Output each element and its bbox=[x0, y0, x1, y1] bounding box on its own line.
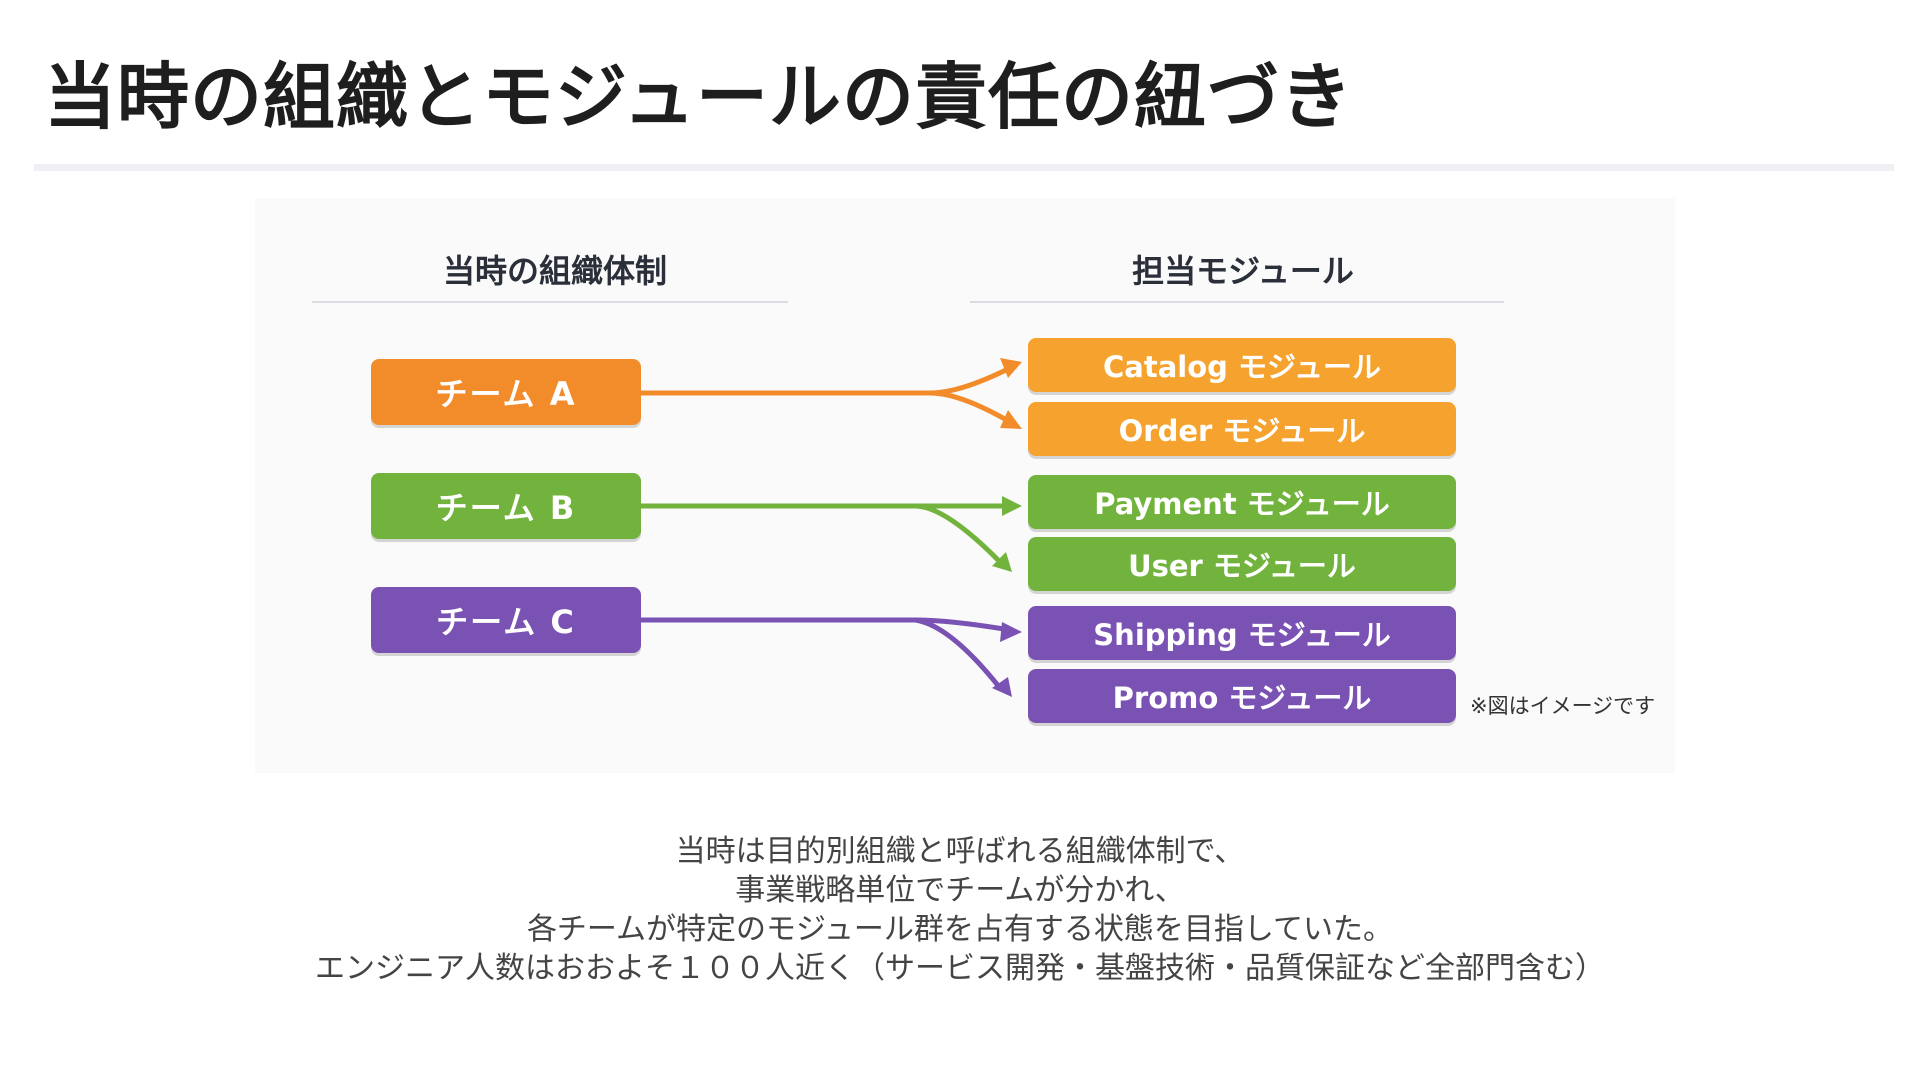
module-user-box: User モジュール bbox=[1028, 537, 1456, 591]
module-payment-box: Payment モジュール bbox=[1028, 475, 1456, 529]
caption: 当時は目的別組織と呼ばれる組織体制で、 事業戦略単位でチームが分かれ、 各チーム… bbox=[0, 832, 1920, 988]
arrowhead-catalog bbox=[1000, 358, 1022, 378]
team-c-connector bbox=[640, 617, 1022, 697]
right-column-header: 担当モジュール bbox=[1132, 252, 1354, 290]
caption-line: 当時は目的別組織と呼ばれる組織体制で、 bbox=[675, 834, 1245, 869]
module-promo-box: Promo モジュール bbox=[1028, 669, 1456, 723]
arrow-team-c-promo bbox=[914, 617, 1002, 690]
team-a-box: チーム A bbox=[371, 359, 641, 425]
right-column-rule bbox=[970, 301, 1504, 303]
arrowhead-shipping bbox=[1000, 622, 1022, 642]
title-divider bbox=[34, 164, 1894, 171]
caption-line: エンジニア人数はおおよそ１００人近く（サービス開発・基盤技術・品質保証など全部門… bbox=[315, 951, 1605, 986]
arrow-team-a-order bbox=[929, 390, 1012, 425]
arrowhead-user bbox=[992, 552, 1012, 572]
page-title: 当時の組織とモジュールの責任の紐づき bbox=[44, 55, 1353, 139]
arrowhead-promo bbox=[992, 677, 1012, 697]
arrowhead-payment bbox=[1002, 496, 1022, 516]
caption-line: 各チームが特定のモジュール群を占有する状態を目指していた。 bbox=[526, 912, 1394, 947]
left-column-header: 当時の組織体制 bbox=[442, 252, 667, 290]
caption-line: 事業戦略単位でチームが分かれ、 bbox=[735, 873, 1185, 908]
team-c-box: チーム C bbox=[371, 587, 641, 653]
arrowhead-order bbox=[1000, 410, 1022, 429]
image-note: ※図はイメージです bbox=[1470, 694, 1656, 718]
module-shipping-box: Shipping モジュール bbox=[1028, 606, 1456, 660]
arrow-team-b-user bbox=[914, 503, 1002, 564]
module-catalog-box: Catalog モジュール bbox=[1028, 338, 1456, 392]
team-a-connector bbox=[640, 358, 1022, 429]
arrow-team-c-shipping bbox=[640, 617, 1011, 633]
arrow-team-a-catalog bbox=[640, 365, 1012, 396]
team-b-connector bbox=[640, 496, 1022, 572]
left-column-rule bbox=[312, 301, 788, 303]
module-order-box: Order モジュール bbox=[1028, 402, 1456, 456]
team-b-box: チーム B bbox=[371, 473, 641, 539]
